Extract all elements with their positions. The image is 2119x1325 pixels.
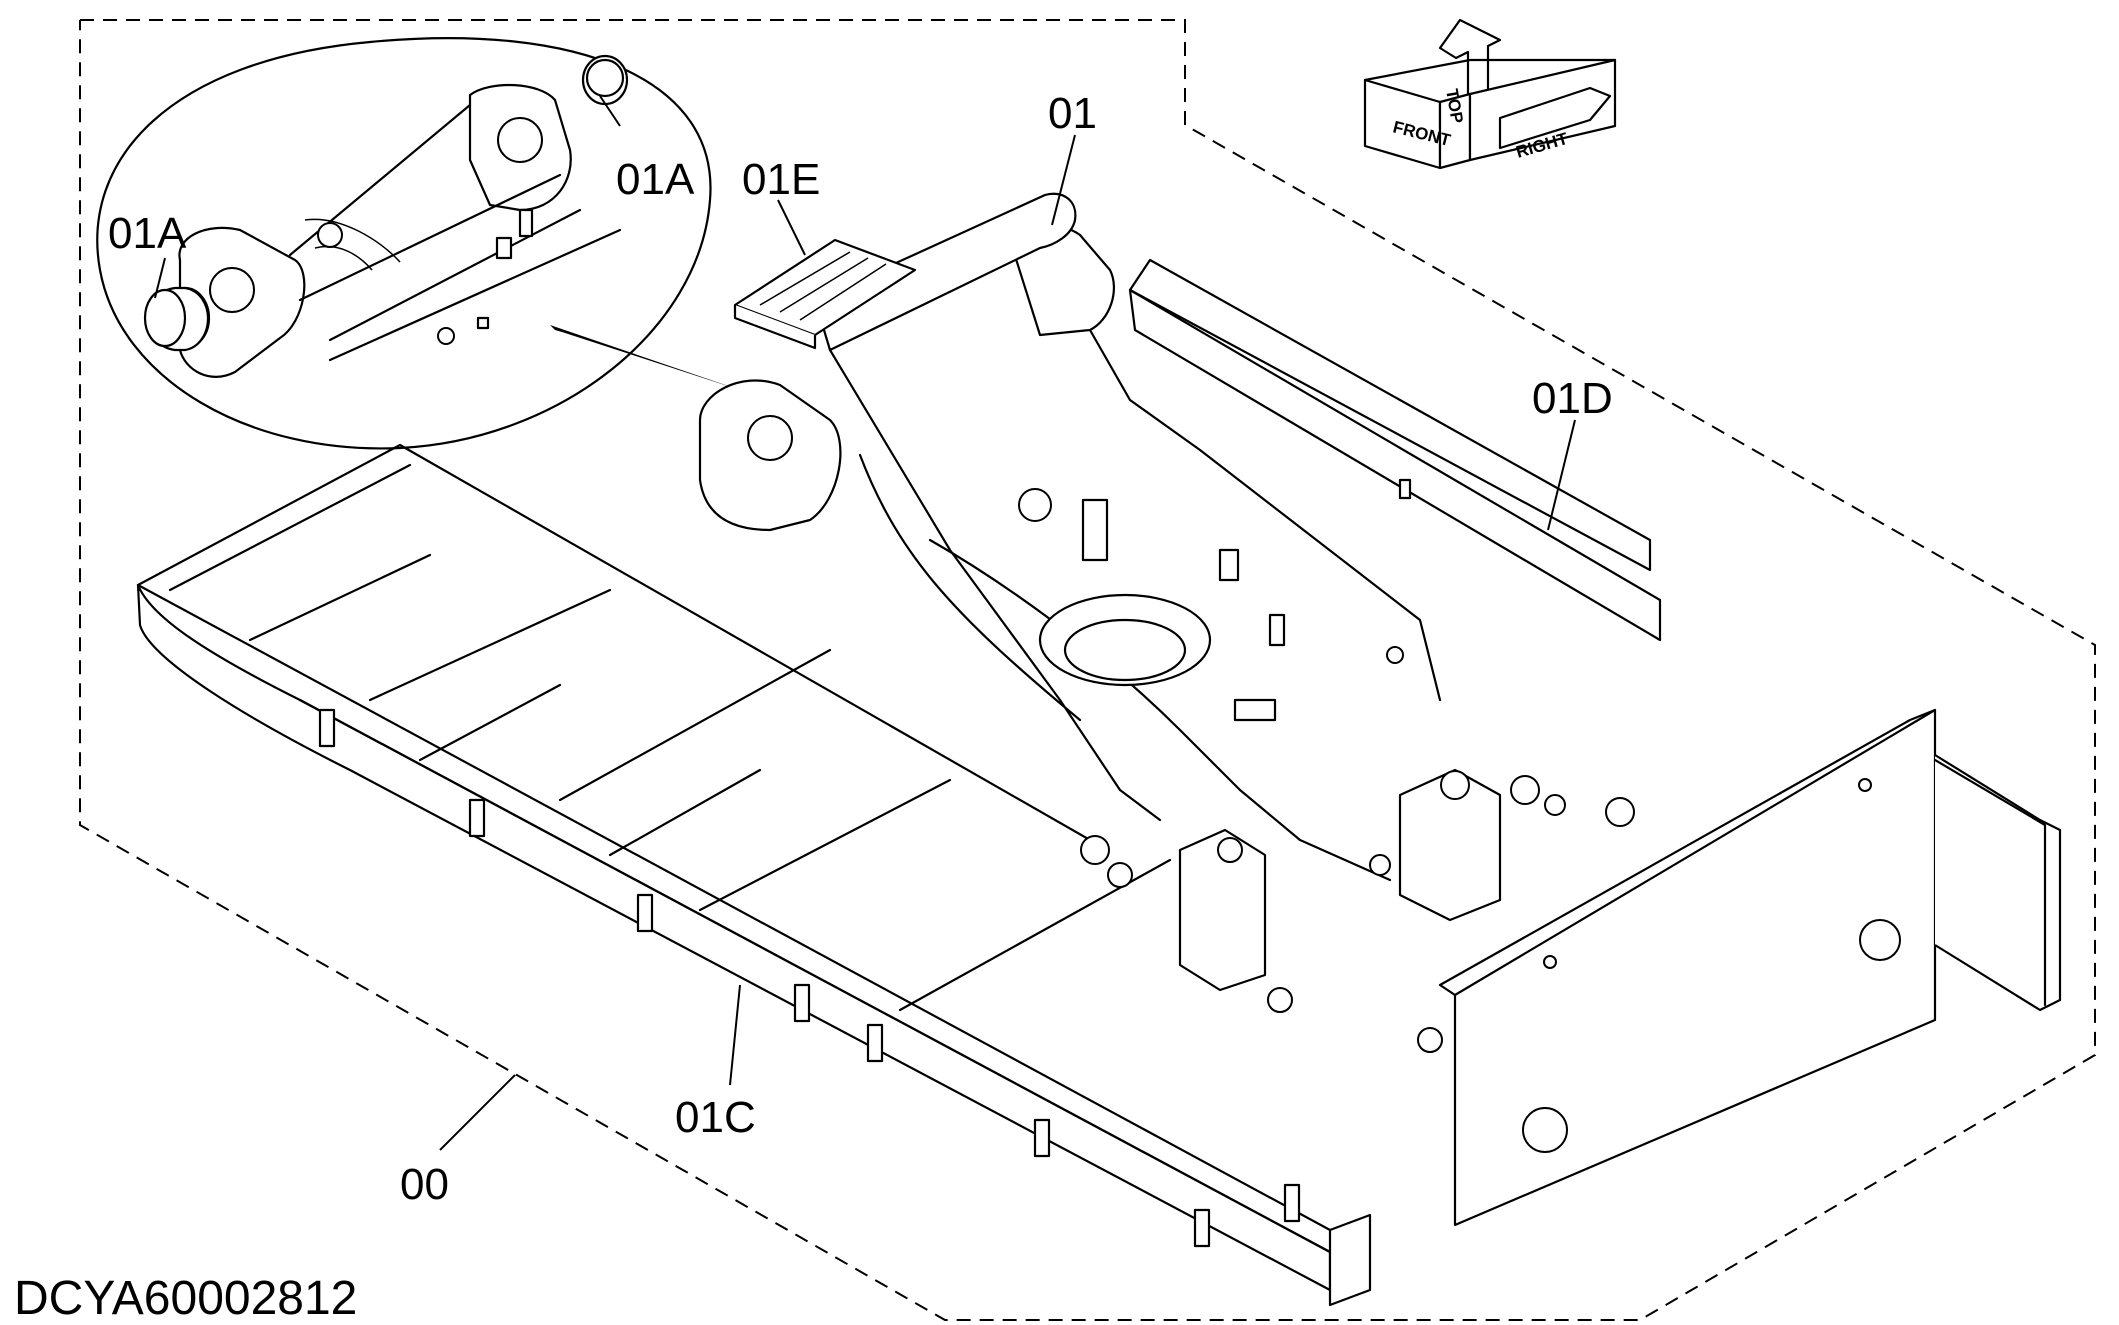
label-01d: 01D bbox=[1532, 374, 1613, 423]
orientation-indicator: FRONT TOP RIGHT bbox=[1363, 18, 1617, 170]
label-01: 01 bbox=[1048, 89, 1097, 138]
drawing-id: DCYA60002812 bbox=[14, 1272, 358, 1325]
main-frame bbox=[136, 192, 2062, 1307]
label-00: 00 bbox=[400, 1160, 449, 1209]
label-01c: 01C bbox=[675, 1093, 756, 1142]
label-01e: 01E bbox=[742, 155, 821, 204]
label-01a-right: 01A bbox=[616, 155, 695, 204]
detail-callout-wedge bbox=[550, 325, 740, 390]
detail-bubble bbox=[96, 37, 712, 450]
leader-lines bbox=[154, 95, 1576, 1151]
label-01a-left: 01A bbox=[108, 209, 187, 258]
assembly-boundary bbox=[79, 19, 2096, 1321]
